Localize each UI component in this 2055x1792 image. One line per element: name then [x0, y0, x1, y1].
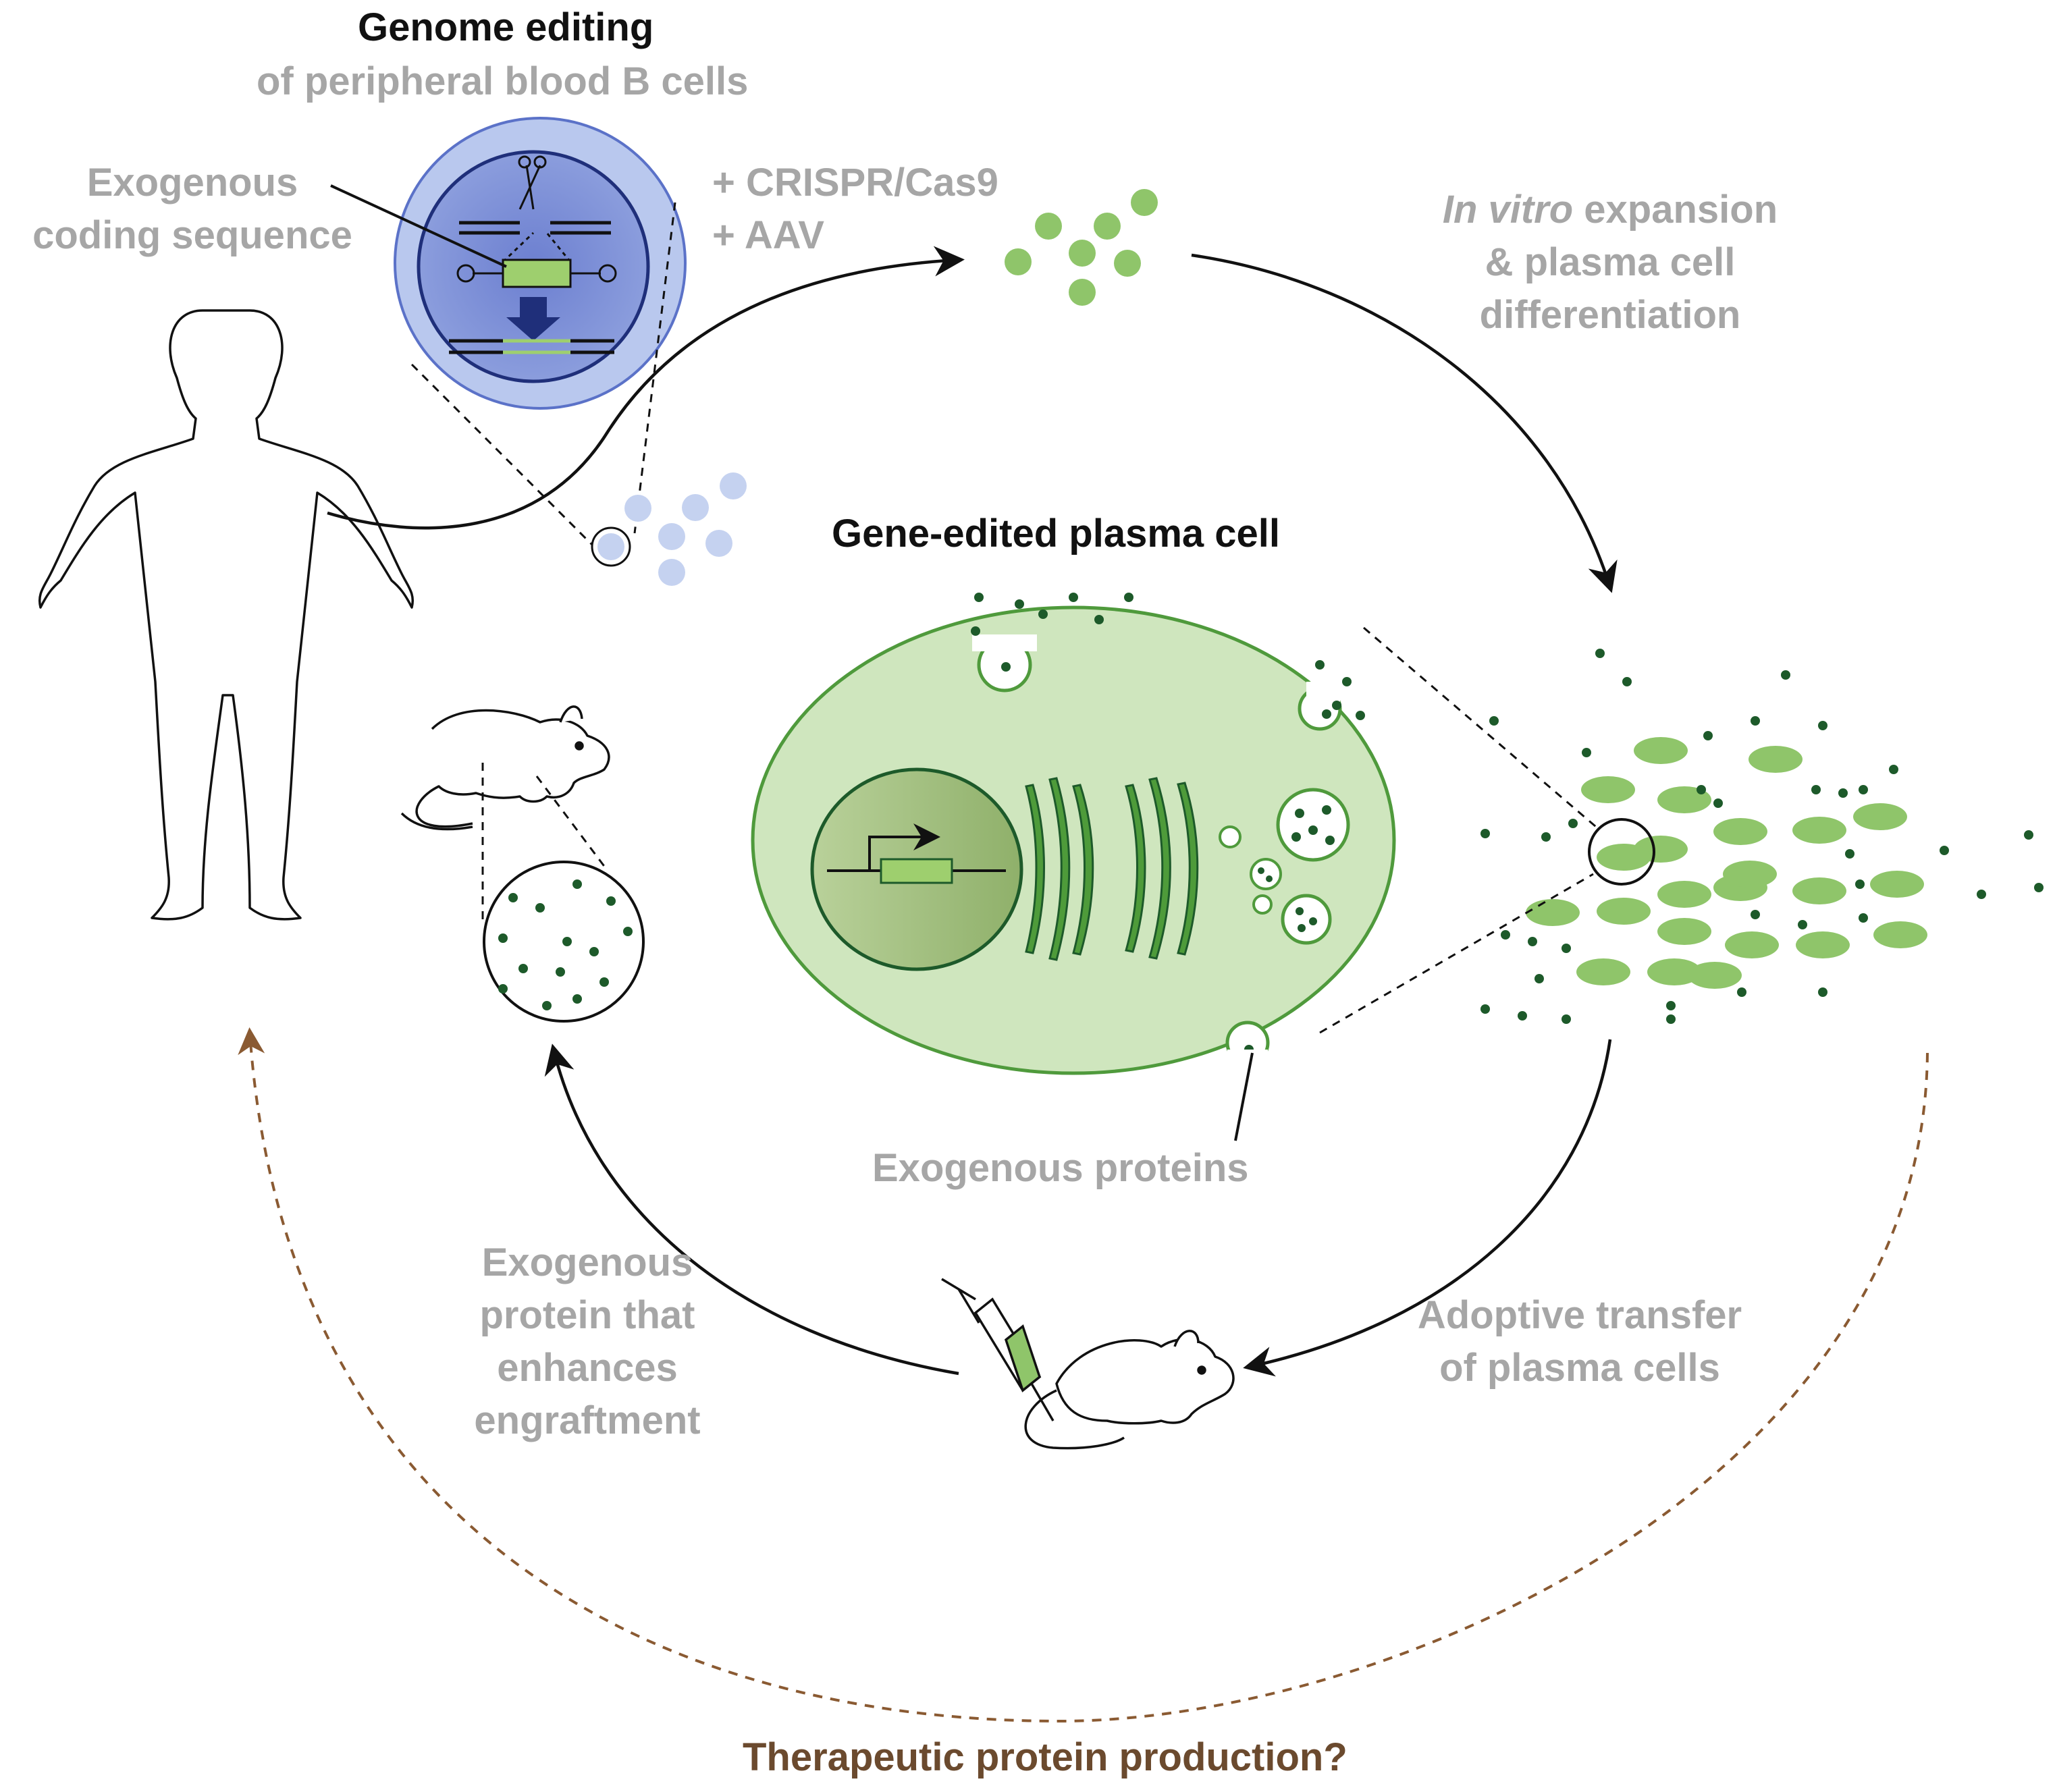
adoptive-line1: Adoptive transfer — [1417, 1293, 1742, 1337]
promoter-arrow-icon — [868, 823, 940, 871]
crispr-line: + CRISPR/Cas9 — [712, 161, 998, 205]
engraftment-line4: engraftment — [474, 1399, 701, 1442]
scissors-icon — [518, 155, 547, 210]
b-cell-genome-editing — [394, 117, 687, 548]
expansion-line1: In vitro expansion — [1404, 184, 1816, 236]
exogenous-coding-line1: Exogenous — [86, 161, 298, 205]
plasma-cell-population — [1319, 626, 2044, 1034]
human-figure-icon — [38, 309, 414, 921]
arrow-human-to-expansion — [327, 246, 965, 530]
coding-sequence-pointer — [330, 184, 507, 268]
expansion-line2: & plasma cell — [1485, 240, 1736, 284]
blood-zoom — [481, 763, 645, 1023]
engraftment-line1: Exogenous — [481, 1241, 693, 1284]
expansion-line1-rest: expansion — [1573, 188, 1778, 232]
arrow-expansion-to-plasma — [1191, 253, 1618, 593]
crispr-aav-label: + CRISPR/Cas9 + AAV — [712, 157, 998, 262]
adoptive-transfer-label: Adoptive transfer of plasma cells — [1391, 1289, 1769, 1394]
exogenous-coding-line2: coding sequence — [32, 213, 352, 257]
engraftment-line3: enhances — [497, 1346, 678, 1390]
arrow-mouse-to-engraftment — [544, 1043, 959, 1376]
therapeutic-production-label: Therapeutic protein production? — [743, 1735, 1347, 1779]
exogenous-coding-label: Exogenous coding sequence — [14, 157, 371, 262]
mouse-icon-top — [400, 705, 610, 831]
syringe-icon — [941, 1278, 1055, 1421]
exogenous-proteins-pointer — [1234, 1052, 1254, 1141]
plasma-cell-title: Gene-edited plasma cell — [832, 512, 1281, 555]
exogenous-proteins-label: Exogenous proteins — [872, 1146, 1249, 1190]
engraftment-line2: protein that — [479, 1293, 695, 1337]
coding-sequence-box — [502, 259, 572, 288]
expansion-label: In vitro expansion & plasma cell differe… — [1404, 184, 1816, 342]
gene-edited-plasma-cell — [751, 593, 1396, 1077]
edited-b-cells-green — [1005, 189, 1158, 306]
arrow-plasma-to-mouse — [1243, 1039, 1612, 1377]
b-cells-blue — [591, 472, 747, 586]
genome-editing-subtitle: of peripheral blood B cells — [257, 59, 749, 103]
in-vitro-italic: In vitro — [1442, 188, 1574, 232]
down-arrow-icon — [506, 297, 560, 341]
mouse-icon-bottom — [1024, 1330, 1235, 1450]
expansion-line3: differentiation — [1479, 293, 1741, 337]
genome-editing-title: Genome editing — [358, 5, 654, 49]
arrow-therapeutic-production — [238, 1027, 1929, 1723]
adoptive-line2: of plasma cells — [1439, 1346, 1720, 1390]
aav-line: + AAV — [712, 213, 824, 257]
engraftment-label: Exogenous protein that enhances engraftm… — [425, 1237, 749, 1447]
